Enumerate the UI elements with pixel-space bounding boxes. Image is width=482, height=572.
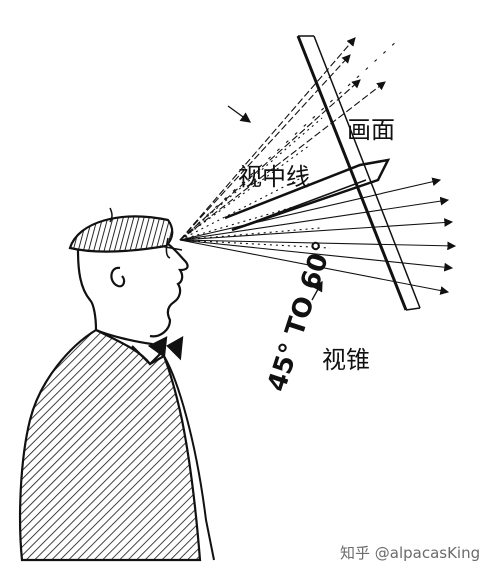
angle-indicator-arrows: [227, 105, 323, 301]
cap: [68, 215, 174, 253]
bow-tie: [147, 335, 184, 361]
man-profile-figure: [18, 207, 215, 562]
ear: [110, 266, 126, 288]
picture-plane-frame: [224, 35, 421, 311]
watermark-text: 知乎 @alpacasKing: [340, 544, 481, 562]
suit-jacket: [18, 328, 202, 562]
back-of-head: [76, 249, 98, 331]
cone-of-vision-label: 视锥: [322, 346, 370, 374]
picture-plane-label: 画面: [347, 116, 395, 144]
sight-rays: [179, 37, 457, 295]
eyeglasses: [159, 237, 183, 259]
center-line-of-vision-label: 视中线: [238, 163, 310, 191]
face: [149, 243, 189, 338]
